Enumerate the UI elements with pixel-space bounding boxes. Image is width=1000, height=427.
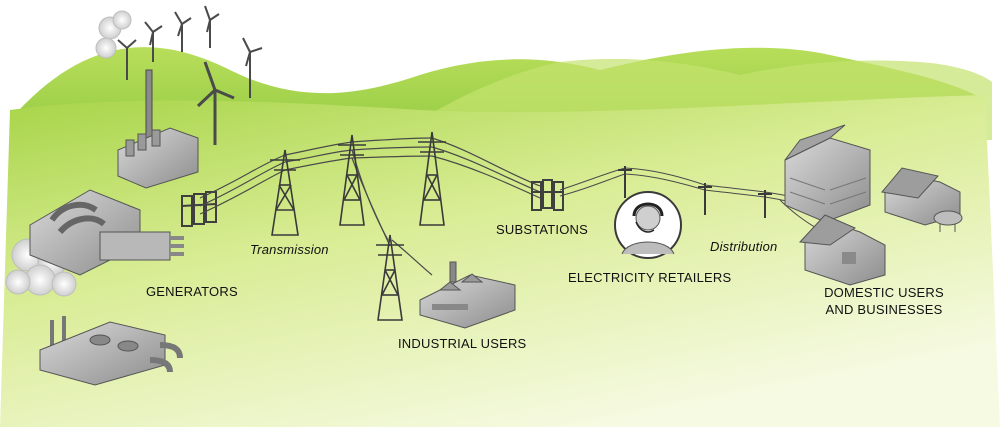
electricity-retailers-label: ELECTRICITY RETAILERS	[568, 270, 732, 285]
industrial-users-label: INDUSTRIAL USERS	[398, 336, 527, 351]
substations-icon	[531, 179, 564, 211]
hydro-station-icon	[29, 189, 184, 276]
wind-turbine-icon	[117, 39, 137, 80]
apartment-building-icon	[784, 124, 871, 223]
house-icon	[798, 214, 886, 286]
pylons	[270, 131, 446, 321]
wind-turbine-icon	[174, 11, 192, 52]
industrial-factory-icon	[419, 261, 516, 329]
factory-generator-icon	[117, 69, 199, 189]
wind-turbine-icon	[242, 37, 263, 98]
domestic-users-line2: AND BUSINESSES	[825, 302, 943, 317]
wind-turbine-icon	[144, 21, 163, 62]
wind-turbine-icon	[204, 5, 220, 48]
substations-label: SUBSTATIONS	[496, 222, 589, 237]
domestic-users-label: DOMESTIC USERS AND BUSINESSES	[818, 284, 950, 318]
pylon-icon	[418, 131, 446, 226]
wind-turbine-icon	[196, 61, 235, 145]
generators-label: GENERATORS	[146, 284, 238, 299]
transmission-label: Transmission	[250, 242, 329, 257]
generators-power-stations	[29, 69, 217, 386]
utility-poles	[618, 166, 772, 218]
cow-icon	[933, 210, 963, 232]
distribution-label: Distribution	[710, 239, 778, 254]
pylon-icon	[338, 134, 366, 226]
retailer-headset-icon	[614, 191, 682, 259]
ground-plane	[0, 95, 1000, 427]
thermal-station-icon	[39, 316, 183, 386]
wind-turbines	[117, 5, 263, 145]
pylon-icon	[270, 149, 300, 236]
domestic-users-line1: DOMESTIC USERS	[824, 285, 944, 300]
domestic-buildings	[784, 124, 963, 286]
pylon-icon	[376, 234, 404, 321]
